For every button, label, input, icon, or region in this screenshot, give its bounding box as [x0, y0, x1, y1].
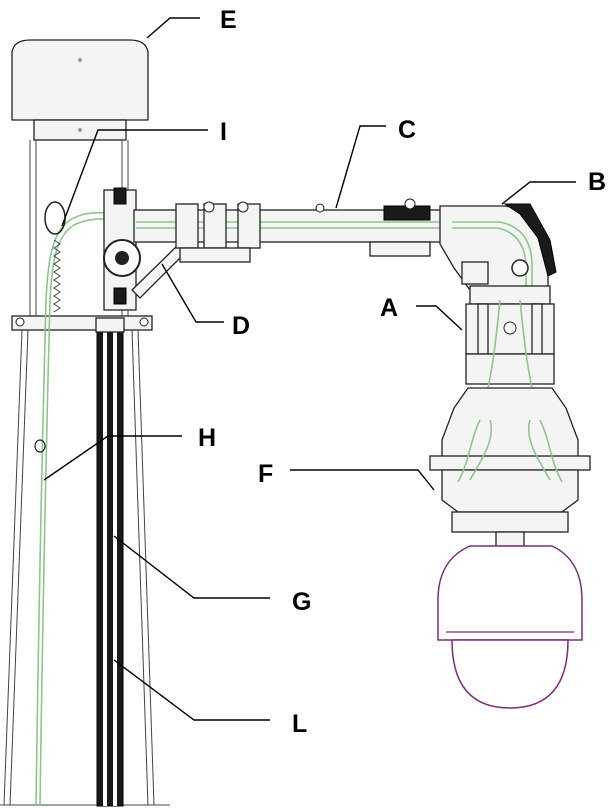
- label-f: F: [258, 460, 273, 488]
- leader-f: [290, 469, 435, 491]
- joint: [465, 285, 555, 421]
- leader-i: [61, 129, 208, 227]
- label-h: H: [198, 424, 216, 452]
- top-cap: [11, 39, 149, 141]
- leader-l: [113, 659, 270, 721]
- label-e: E: [220, 6, 237, 34]
- leader-d: [161, 263, 224, 323]
- elbow: [439, 203, 557, 291]
- leader-g: [113, 535, 270, 599]
- label-a: A: [380, 294, 398, 322]
- leader-c: [335, 125, 386, 209]
- label-d: D: [232, 312, 250, 340]
- center-post: [95, 317, 125, 807]
- label-c: C: [398, 116, 416, 144]
- camera-dome: [437, 545, 583, 709]
- arm: [103, 187, 465, 311]
- leader-b: [501, 181, 576, 205]
- leader-e: [146, 17, 200, 39]
- housing: [429, 387, 591, 547]
- label-l: L: [292, 710, 307, 738]
- labels: E I C B D A H F G L: [198, 6, 606, 738]
- leader-h: [43, 435, 182, 481]
- label-b: B: [588, 168, 606, 196]
- leader-lines: [43, 17, 576, 721]
- label-i: I: [220, 118, 227, 146]
- leader-a: [416, 305, 463, 331]
- label-g: G: [292, 588, 311, 616]
